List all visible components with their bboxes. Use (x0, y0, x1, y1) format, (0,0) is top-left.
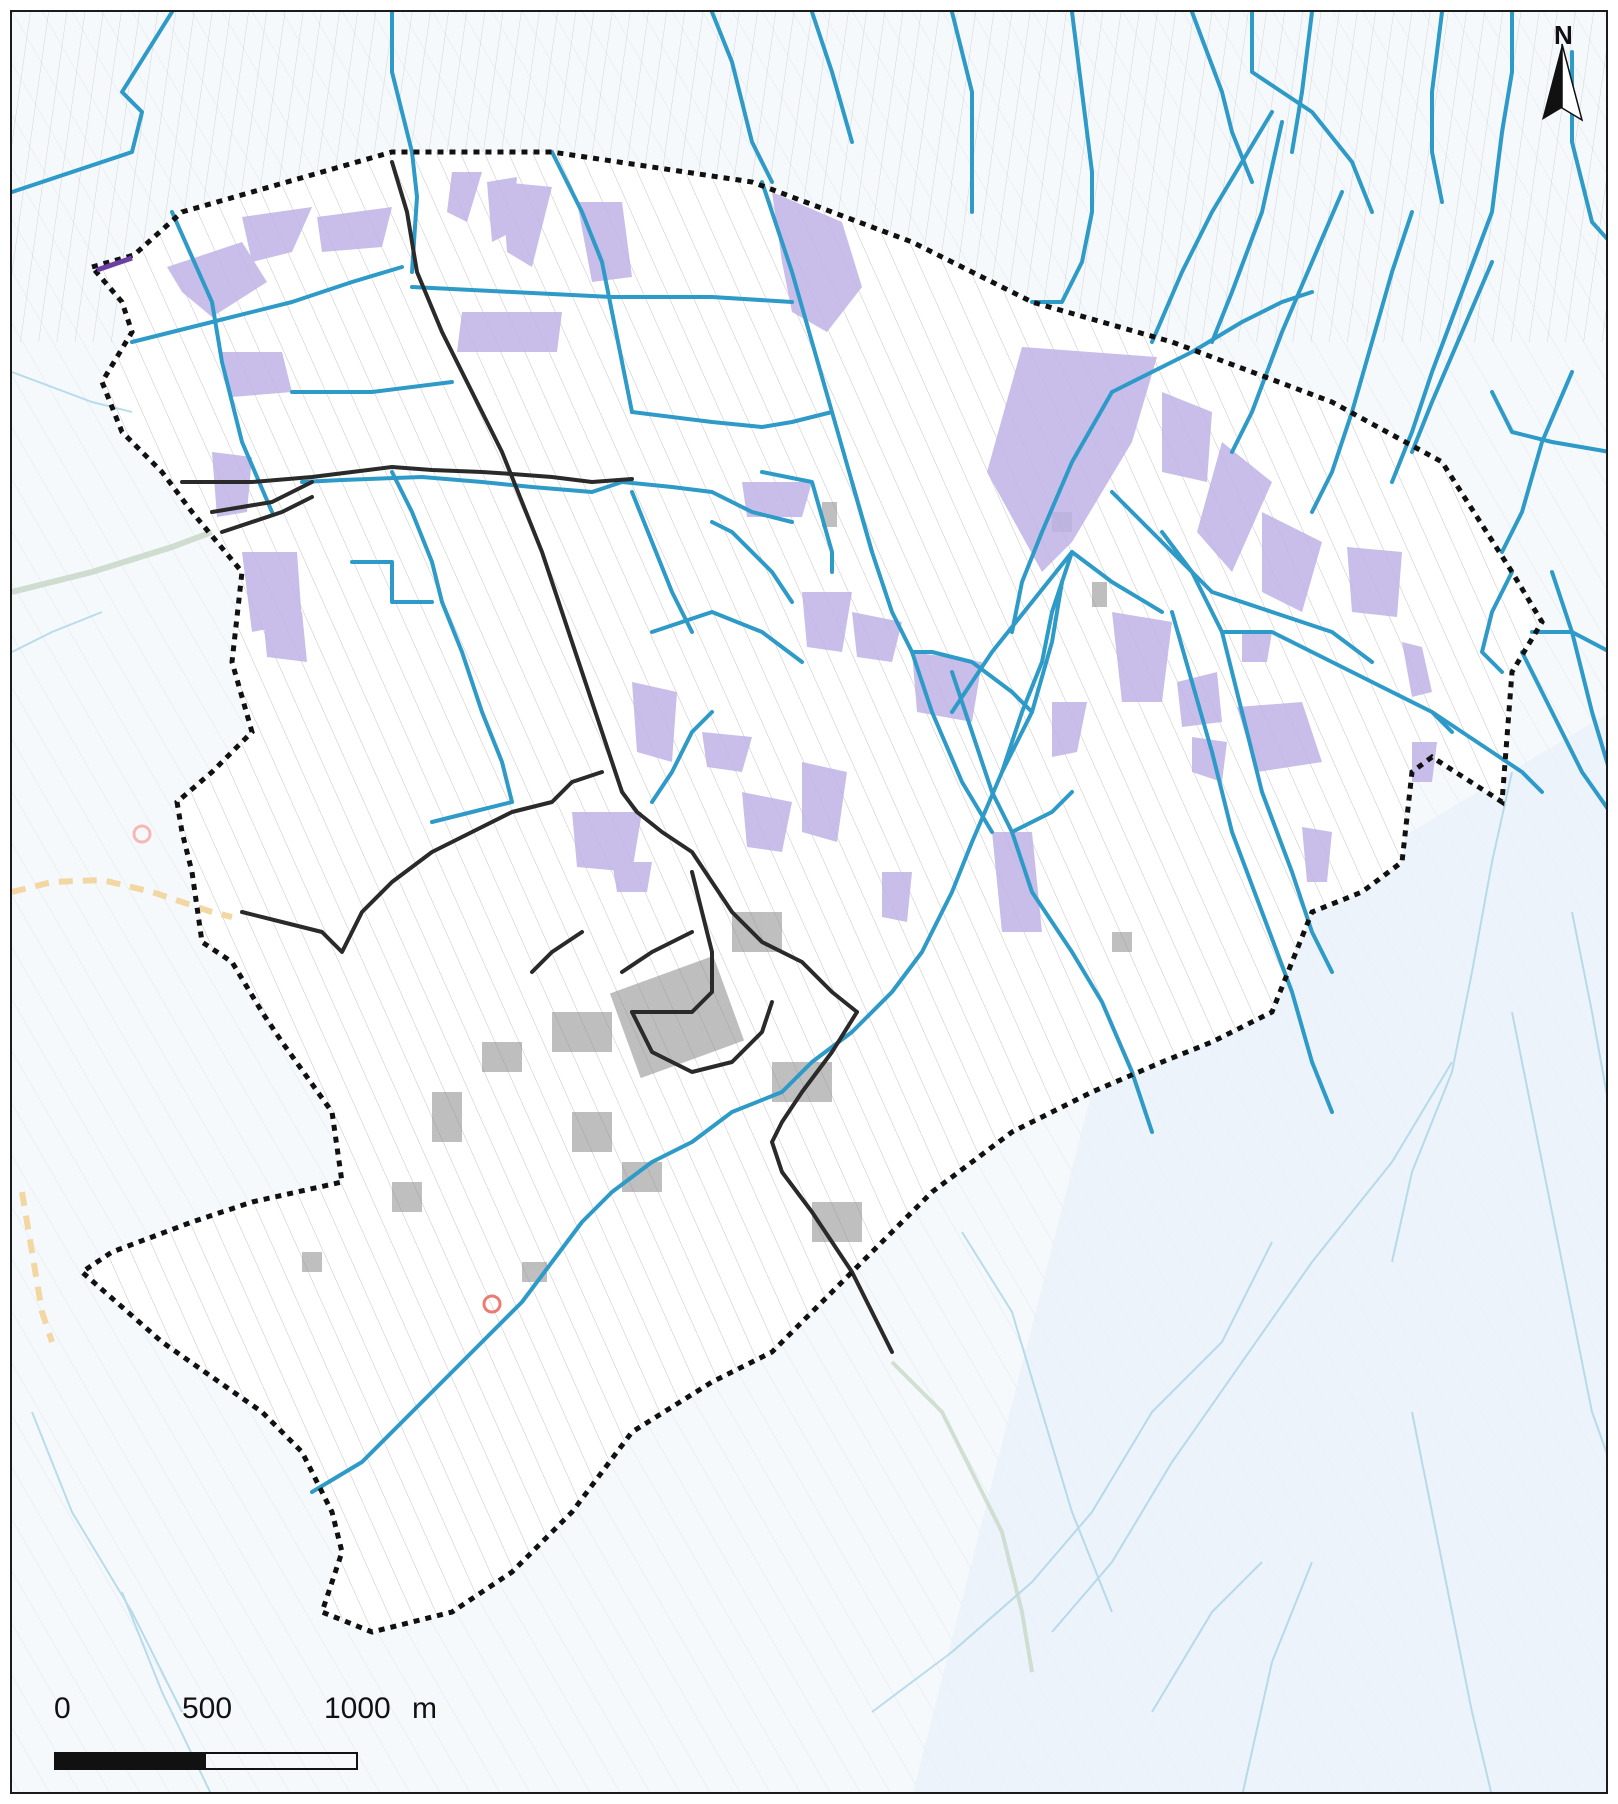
scale-bar-graphic (54, 1752, 358, 1770)
scale-label-0: 0 (54, 1692, 71, 1725)
waterways (12, 12, 1606, 1494)
wash-southeast (913, 714, 1606, 1792)
scale-bar-fill (56, 1754, 206, 1768)
faint-waterways (12, 371, 1606, 1792)
faint-road-south (890, 1360, 1034, 1673)
highlight-circle-faint[interactable] (132, 824, 152, 844)
study-area-parcels (82, 152, 1542, 1632)
lavender-fields (167, 172, 1437, 932)
map-canvas[interactable] (12, 12, 1608, 1794)
north-arrow-icon (1542, 43, 1584, 122)
north-arrow: N (1532, 20, 1598, 130)
dashed-trail-west (19, 1191, 55, 1343)
dashed-trail (12, 876, 233, 920)
scale-label-1000: 1000 (324, 1692, 391, 1725)
faint-road (12, 529, 214, 595)
map-frame: N 0 500 1000 m (10, 10, 1608, 1794)
scale-label-unit: m (412, 1692, 437, 1725)
highlight-circle[interactable] (482, 1294, 502, 1314)
study-boundary (77, 149, 1545, 1635)
roads (180, 160, 894, 1354)
north-arrow-letter: N (1554, 20, 1573, 50)
scale-bar: 0 500 1000 m (54, 1682, 437, 1782)
boundary-segment-purple (96, 255, 133, 273)
scale-label-500: 500 (182, 1692, 233, 1725)
